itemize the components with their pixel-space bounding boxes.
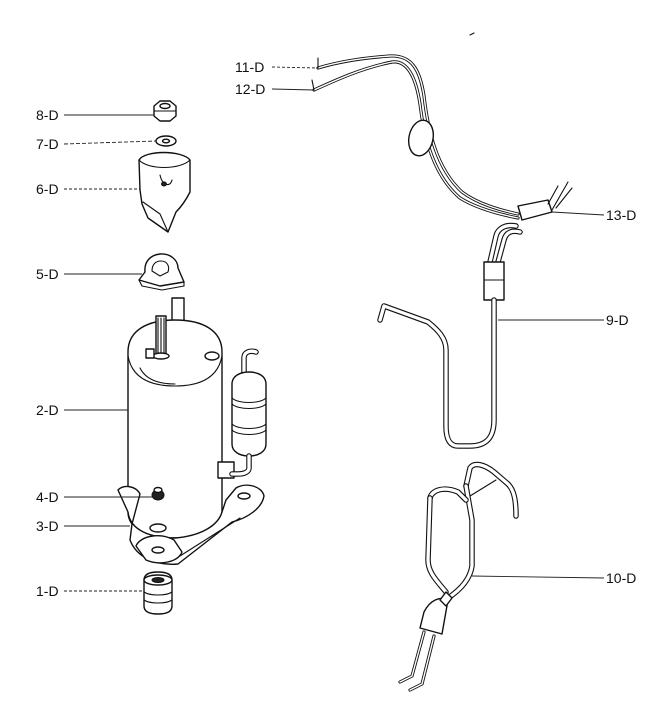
label-12-d: 12-D	[235, 81, 265, 97]
label-11-d: 11-D	[235, 59, 264, 75]
stray-mark	[469, 32, 475, 36]
part-8-nut	[153, 100, 177, 122]
part-7-washer	[155, 135, 177, 147]
part-10-discharge-pipe	[398, 461, 519, 692]
label-2-d: 2-D	[36, 402, 59, 418]
label-8-d: 8-D	[36, 107, 59, 123]
label-3-d: 3-D	[36, 518, 59, 534]
label-4-d: 4-D	[36, 489, 59, 505]
part-2-compressor-body	[127, 297, 235, 539]
label-7-d: 7-D	[36, 136, 59, 152]
part-1-rubber-foot	[143, 571, 173, 615]
label-10-d: 10-D	[606, 570, 636, 586]
label-9-d: 9-D	[606, 312, 629, 328]
label-1-d: 1-D	[36, 583, 59, 599]
leader-lines	[63, 66, 605, 592]
label-13-d: 13-D	[606, 207, 636, 223]
part-9-suction-pipe	[377, 222, 523, 449]
part-5-gasket	[138, 253, 185, 291]
accumulator	[229, 348, 267, 477]
label-5-d: 5-D	[36, 266, 59, 282]
part-11-12-13-capillary-assembly	[311, 54, 573, 221]
part-3-mounting-base	[117, 484, 265, 565]
part-6-terminal-cover	[138, 151, 191, 233]
label-6-d: 6-D	[36, 181, 59, 197]
